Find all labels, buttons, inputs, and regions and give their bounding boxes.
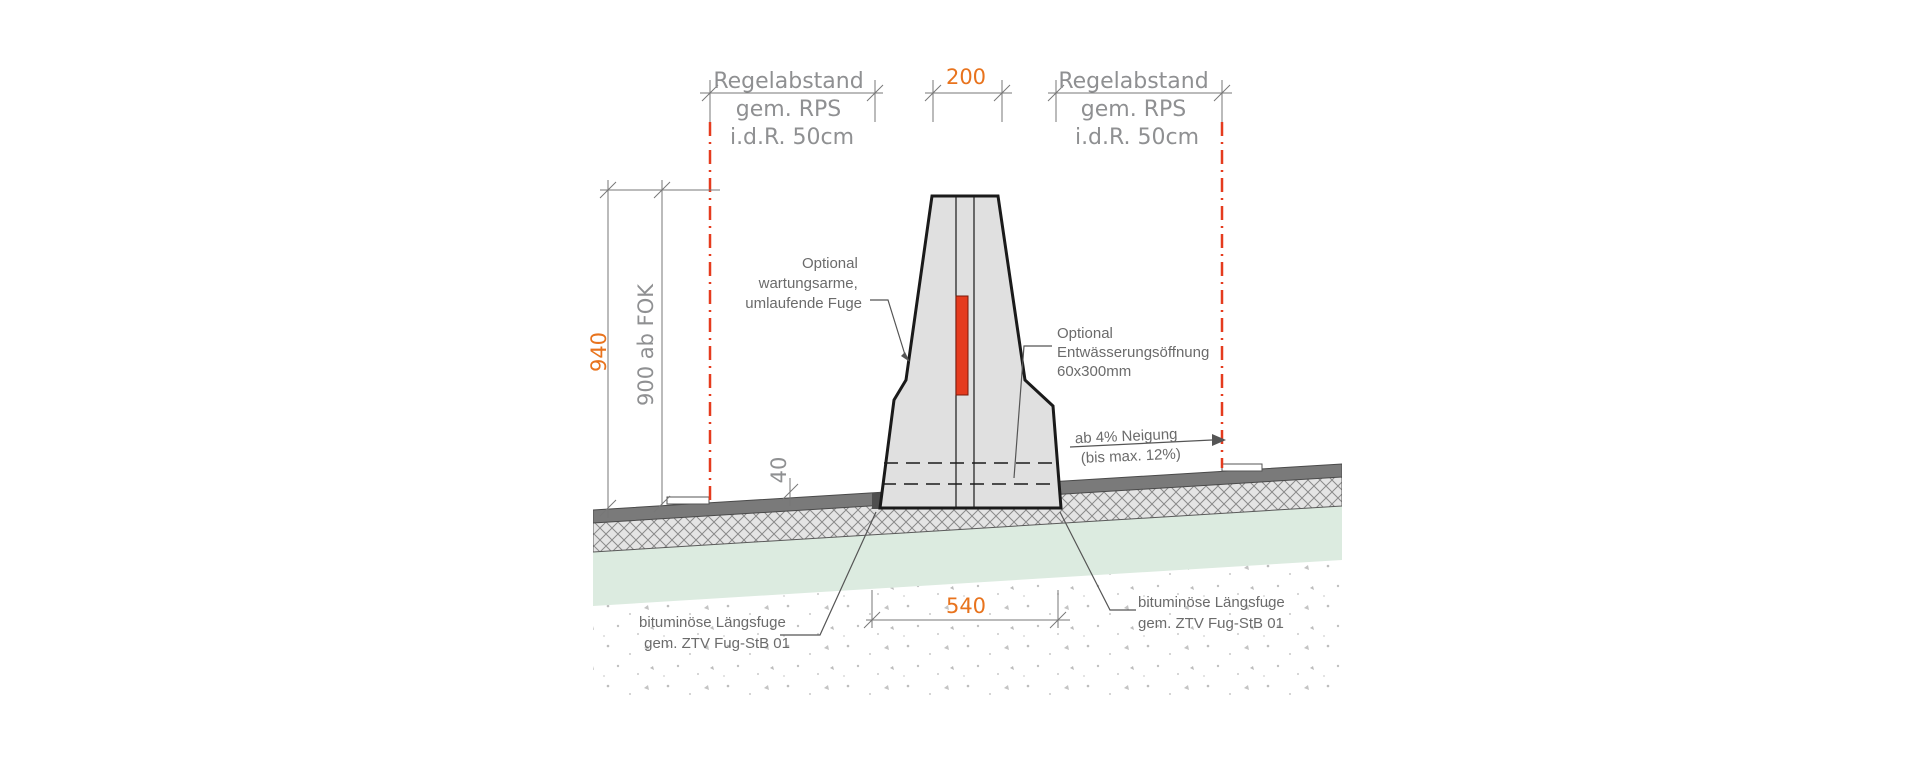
leader-fuge <box>870 299 907 359</box>
green-base-layer <box>593 505 1342 606</box>
note-fuge: Optional wartungsarme, umlaufende Fuge <box>745 255 862 312</box>
road-marking-left <box>666 496 710 505</box>
bitumen-joint-left <box>872 493 881 509</box>
dim-40: 40 <box>767 457 791 484</box>
dim-top-width: 200 <box>946 65 986 89</box>
note-laengsfuge-left: bituminöse Längsfuge gem. ZTV Fug-StB 01 <box>639 614 790 652</box>
note-entwaesserung: Optional Entwässerungsöffnung 60x300mm <box>1057 325 1214 380</box>
leader-laengsfuge-right <box>1059 511 1136 611</box>
fuge-arrow-head <box>901 352 910 362</box>
reflector-red <box>955 295 969 396</box>
dimension-lines <box>599 80 1232 629</box>
dim-height-total: 940 <box>587 332 611 372</box>
dim-height-fok: 900 ab FOK <box>634 283 658 406</box>
slope-arrow-line <box>1069 439 1213 448</box>
dim-base-width: 540 <box>946 594 986 618</box>
regelabstand-right-label: Regelabstand gem. RPS i.d.R. 50cm <box>1058 69 1215 150</box>
regelabstand-left-label: Regelabstand gem. RPS i.d.R. 50cm <box>713 69 870 150</box>
slope-arrow-head <box>1212 434 1226 446</box>
leader-entwaesserung <box>1013 345 1052 479</box>
leader-lines <box>780 299 1213 636</box>
road-marking-right <box>1221 463 1263 472</box>
note-neigung: ab 4% Neigung (bis max. 12%) <box>1075 426 1183 468</box>
barrier-body <box>878 194 1063 510</box>
leader-laengsfuge-left <box>780 511 877 636</box>
note-laengsfuge-right: bituminöse Längsfuge gem. ZTV Fug-StB 01 <box>1138 594 1289 632</box>
concrete-barrier <box>878 194 1063 510</box>
